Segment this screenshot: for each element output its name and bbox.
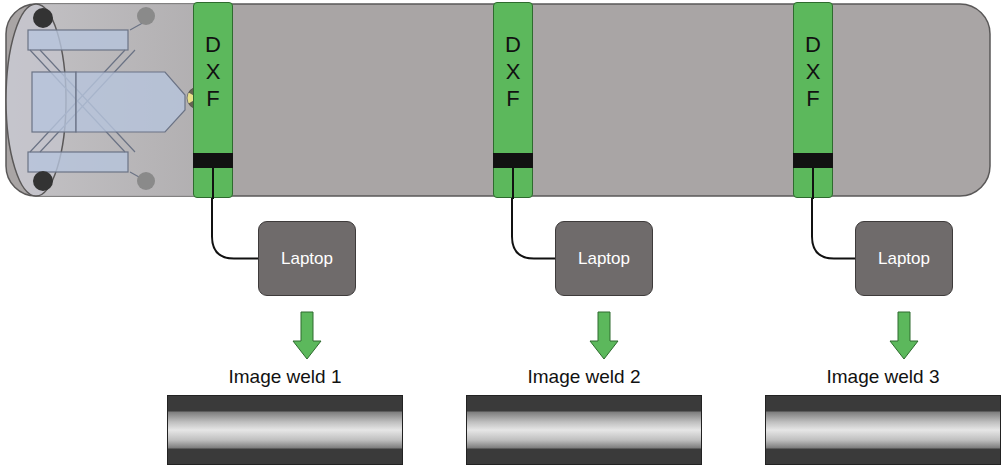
crawler-wheel xyxy=(137,7,155,25)
cable xyxy=(812,168,814,199)
crawler-wheel xyxy=(33,8,53,28)
laptop-box: Laptop xyxy=(555,221,653,296)
cable xyxy=(212,168,214,199)
flow-arrow xyxy=(890,312,918,359)
radiograph-strip xyxy=(765,395,1001,465)
crawler-wheel xyxy=(137,172,155,190)
box-label: Laptop xyxy=(281,249,333,269)
cable-connector xyxy=(193,153,233,168)
weld-image: Image weld 1 xyxy=(167,365,403,465)
band-label: D X F xyxy=(802,31,824,112)
cable xyxy=(512,198,555,259)
detector-band: D X F xyxy=(193,2,233,198)
weld-image: Image weld 2 xyxy=(466,365,702,465)
laptop-box: Laptop xyxy=(258,221,356,296)
cable xyxy=(812,198,855,259)
cable-connector xyxy=(793,153,833,168)
image-label: Image weld 3 xyxy=(765,365,1001,389)
detector-band: D X F xyxy=(793,2,833,198)
pipe-open-end xyxy=(6,4,200,196)
box-label: Laptop xyxy=(878,249,930,269)
flow-arrow xyxy=(293,312,321,359)
cable xyxy=(512,168,514,199)
cable xyxy=(212,198,258,259)
radiograph-strip xyxy=(466,395,702,465)
laptop-box: Laptop xyxy=(855,221,953,296)
image-label: Image weld 1 xyxy=(167,365,403,389)
band-label: D X F xyxy=(202,31,224,112)
image-label: Image weld 2 xyxy=(466,365,702,389)
detector-band: D X F xyxy=(493,2,533,198)
weld-image: Image weld 3 xyxy=(765,365,1001,465)
crawler-wheel xyxy=(33,171,53,191)
band-label: D X F xyxy=(502,31,524,112)
box-label: Laptop xyxy=(578,249,630,269)
cable-connector xyxy=(493,153,533,168)
crawler xyxy=(28,20,185,182)
flow-arrow xyxy=(590,312,618,359)
radiograph-strip xyxy=(167,395,403,465)
